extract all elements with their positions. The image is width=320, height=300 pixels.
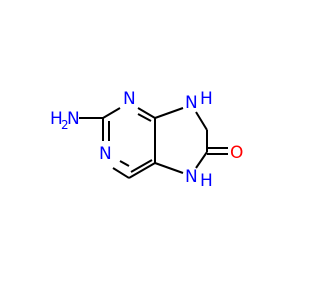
bond-c8-n7 xyxy=(195,151,208,169)
bond-c6-c5 xyxy=(128,162,156,179)
bond-n1-c6 xyxy=(119,160,130,167)
bond-c2-n3 xyxy=(102,107,121,119)
bond-n3-c4-double xyxy=(137,113,152,122)
atom-labels: H 2 N N N N H N H O xyxy=(50,89,243,191)
amine-h-label: H xyxy=(50,109,63,129)
molecule-structure: H 2 N N N N H N H O xyxy=(50,89,243,191)
n7-h-label: H xyxy=(200,171,213,191)
amine-n-label: N xyxy=(67,109,80,129)
bond-c5-n7 xyxy=(154,162,184,174)
bond-c6-c5-double xyxy=(130,159,153,173)
bond-n1-c6-actual xyxy=(112,167,130,179)
bond-n3-c4 xyxy=(137,107,156,119)
n3-label: N xyxy=(123,89,136,109)
bond-c4-n9 xyxy=(154,107,184,119)
bonds xyxy=(79,107,228,179)
bond-n9-c8 xyxy=(195,111,208,131)
n9-h-label: H xyxy=(200,89,213,109)
o8-label: O xyxy=(230,143,243,163)
molecule-canvas: H 2 N N N N H N H O xyxy=(50,89,243,191)
n7-label: N xyxy=(185,167,198,187)
amine-h-count: 2 xyxy=(61,118,69,132)
n9-label: N xyxy=(185,93,198,113)
n1-label: N xyxy=(99,144,112,164)
